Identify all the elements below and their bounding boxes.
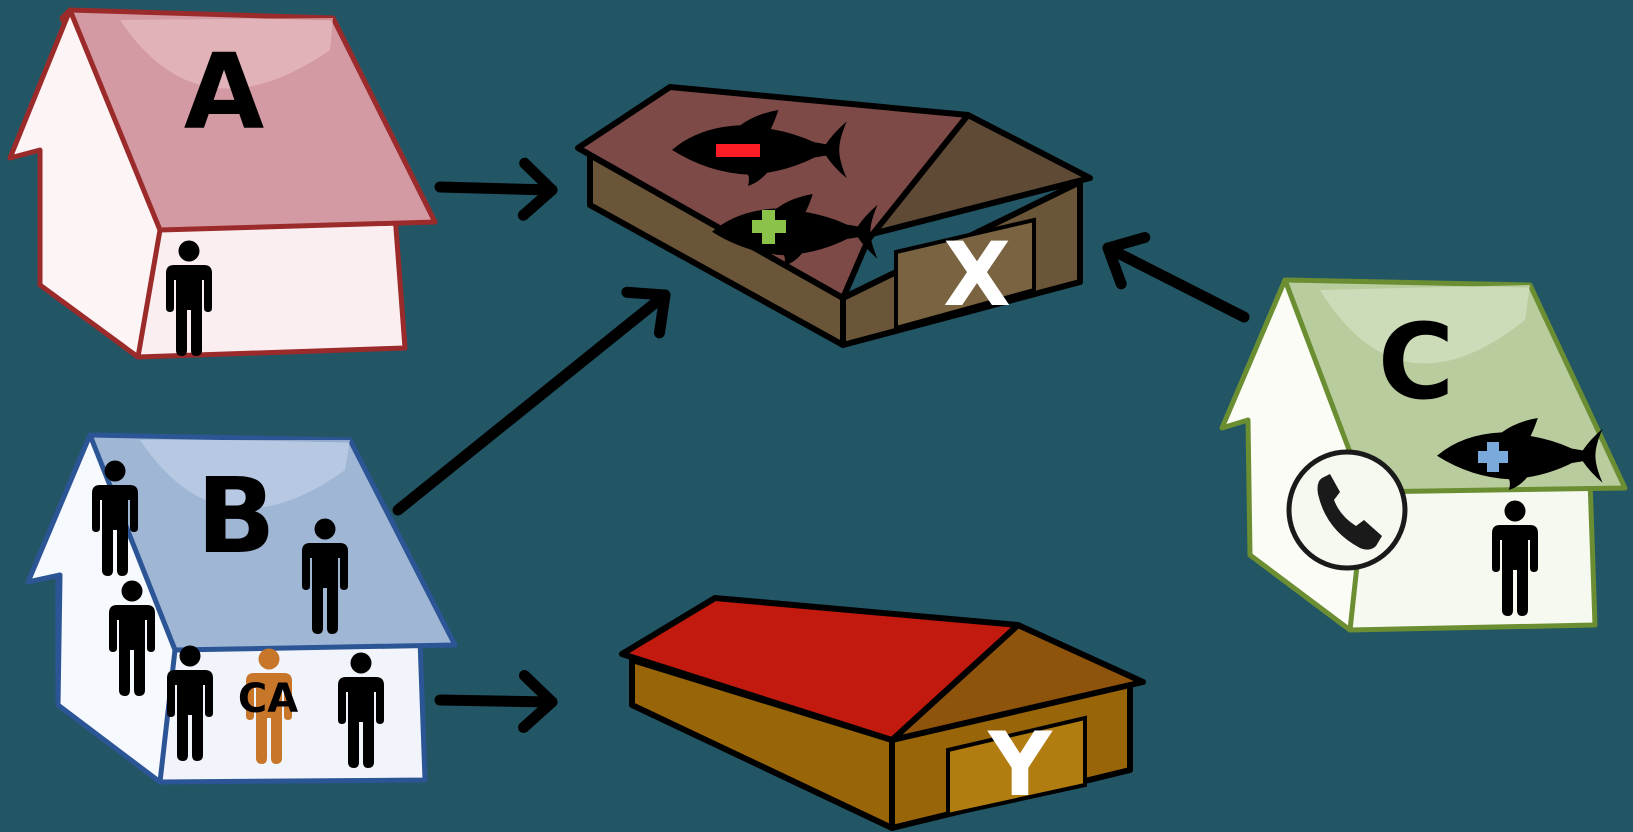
warehouse-x: X [575, 84, 1093, 348]
house-a-gable [7, 7, 163, 360]
warehouse-y-door [946, 715, 1087, 818]
house-c-label: C [1378, 301, 1454, 423]
warehouse-y-roof [619, 595, 1021, 743]
plus-green-icon [752, 210, 786, 244]
house-a-label: A [184, 31, 265, 153]
house-a-roof-shine [120, 18, 333, 89]
warehouse-y: Y [619, 595, 1146, 831]
warehouse-x-roof [575, 84, 971, 301]
ca-label: CA [238, 676, 298, 722]
house-c-roof-shine [1320, 285, 1530, 364]
arrow-a-to-x [434, 163, 553, 216]
arrow-c-to-x [1096, 225, 1250, 323]
minus-icon [716, 144, 760, 157]
house-b-roof-shine [140, 440, 350, 509]
phone-icon [1286, 449, 1408, 571]
plus-blue-icon [1478, 442, 1508, 472]
house-b-label: B [196, 455, 275, 577]
house-c: C [1219, 277, 1628, 633]
house-a-roof [59, 7, 438, 233]
warehouse-x-label: X [943, 223, 1011, 326]
warehouse-y-label: Y [987, 713, 1053, 816]
arrow-b-to-x [392, 275, 681, 516]
arrow-b-to-y [434, 676, 552, 728]
house-a: A [7, 7, 438, 360]
warehouse-x-door [894, 217, 1036, 331]
house-b: B CA [25, 432, 458, 785]
